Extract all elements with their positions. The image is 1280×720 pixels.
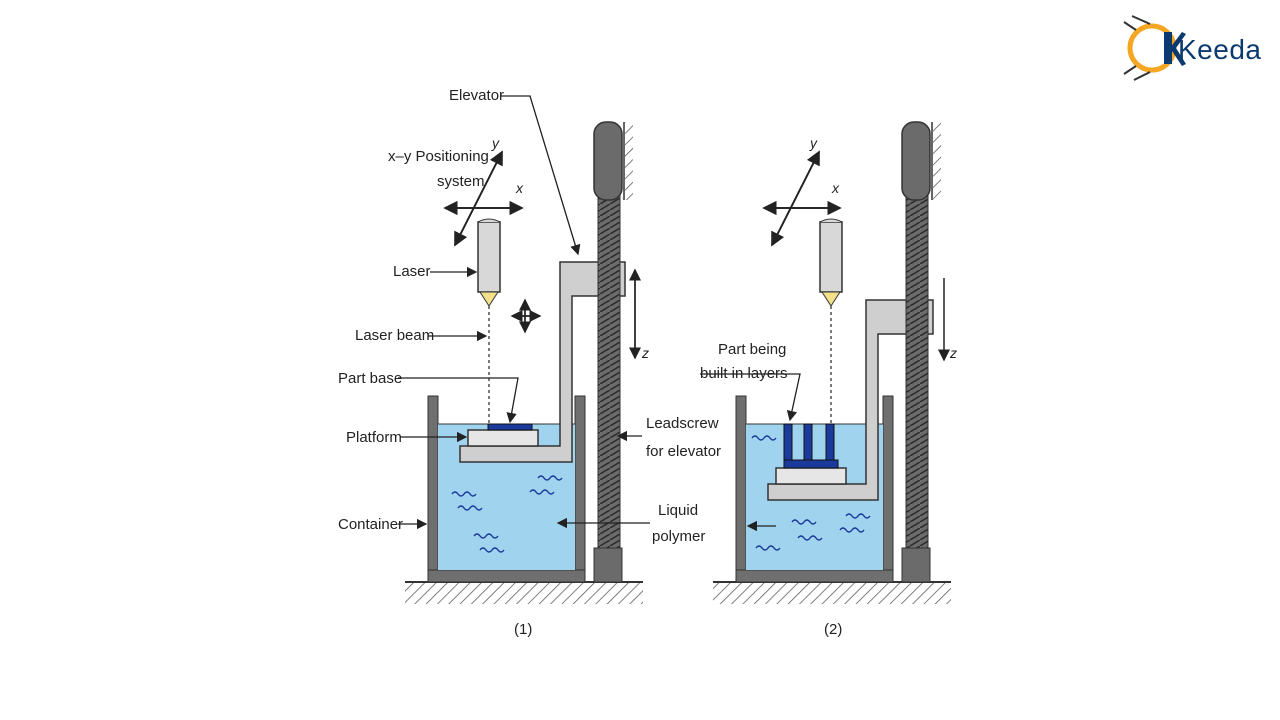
leadscrew-1 — [597, 194, 621, 551]
label-leadscrew-2: for elevator — [646, 443, 721, 460]
laser-1 — [477, 221, 501, 293]
laser-tip-1 — [479, 291, 499, 307]
leadscrew-top-1 — [593, 121, 623, 201]
axis-y-1: y — [491, 135, 500, 151]
part-layers-2 — [783, 423, 839, 469]
label-platform: Platform — [346, 429, 402, 446]
label-leadscrew-1: Leadscrew — [646, 415, 719, 432]
ekeeda-logo: Keeda — [1120, 10, 1270, 90]
laser-2 — [819, 221, 843, 293]
label-part-layers-2: built in layers — [700, 365, 788, 382]
ground-hatch-2 — [713, 582, 951, 604]
label-laser-beam: Laser beam — [355, 327, 434, 344]
caption-stage-2: (2) — [824, 621, 842, 638]
logo-mark-icon — [1123, 15, 1186, 81]
axis-x-2: x — [831, 180, 840, 196]
container-wall-left — [427, 395, 439, 583]
container-wall-left-2 — [735, 395, 747, 583]
leadscrew-base-1 — [593, 547, 623, 583]
label-part-layers-1: Part being — [718, 341, 786, 358]
leadscrew-top-2 — [901, 121, 931, 201]
axis-y-2: y — [809, 135, 818, 151]
label-xy-positioning-2: system — [437, 173, 485, 190]
label-laser: Laser — [393, 263, 431, 280]
platform-2 — [775, 467, 847, 485]
axis-z-2: z — [949, 345, 957, 361]
leadscrew-base-2 — [901, 547, 931, 583]
platform-1 — [467, 429, 539, 447]
liquid-waves-2 — [751, 435, 871, 551]
axis-x-1: x — [515, 180, 524, 196]
liquid-waves-1 — [451, 475, 563, 553]
label-liquid-1: Liquid — [658, 502, 698, 519]
laser-tip-2 — [821, 291, 841, 307]
stage-1: x y z Elevator x — [338, 87, 721, 638]
part-base-1 — [487, 423, 533, 431]
label-elevator: Elevator — [449, 87, 504, 104]
label-part-base: Part base — [338, 370, 402, 387]
container-floor-2 — [735, 569, 894, 583]
leadscrew-2 — [905, 194, 929, 551]
container-floor — [427, 569, 586, 583]
stage-2: x y z Part being built in layers (2) — [700, 121, 957, 638]
logo-text: Keeda — [1178, 34, 1262, 65]
label-liquid-2: polymer — [652, 528, 705, 545]
axis-z-1: z — [641, 345, 649, 361]
ground-hatch — [405, 582, 643, 604]
caption-stage-1: (1) — [514, 621, 532, 638]
label-container: Container — [338, 516, 403, 533]
label-xy-positioning-1: x–y Positioning — [388, 148, 489, 165]
container-wall-right-2 — [882, 395, 894, 583]
container-wall-right — [574, 395, 586, 583]
